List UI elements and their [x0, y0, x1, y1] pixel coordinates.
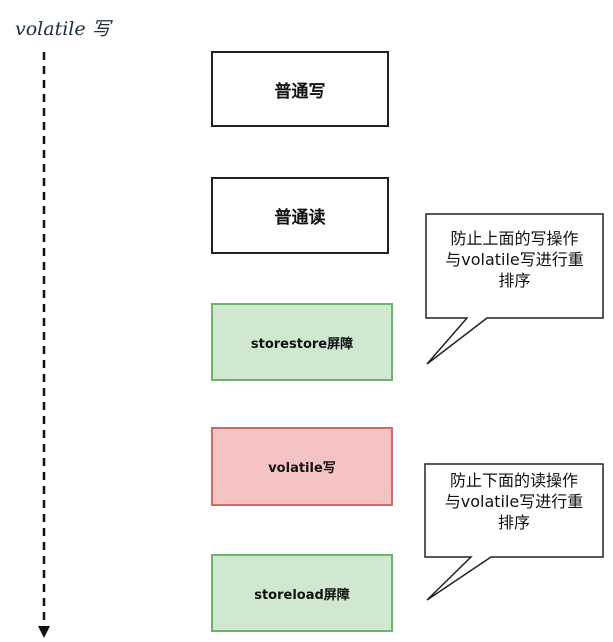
box-label-normal-write: 普通写	[274, 81, 326, 102]
callout-1-text: 防止上面的写操作 与volatile写进行重 排序	[426, 228, 603, 291]
box-storestore-barrier	[211, 303, 393, 381]
callout-2-text: 防止下面的读操作 与volatile写进行重 排序	[425, 470, 603, 533]
box-normal-write	[211, 51, 389, 127]
callout-2	[424, 463, 604, 601]
callout-2-line-3: 排序	[497, 513, 530, 532]
callout-1-line-1: 防止上面的写操作	[450, 229, 579, 248]
callout-2-line-1: 防止下面的读操作	[449, 471, 578, 490]
callout-1	[425, 213, 604, 365]
box-label-volatile-write: volatile写	[268, 461, 336, 476]
box-label-storeload: storeload屏障	[254, 587, 350, 603]
box-normal-read	[211, 177, 389, 254]
box-volatile-write	[211, 427, 393, 506]
callout-1-line-2: 与volatile写进行重	[445, 250, 584, 269]
timeline-arrowhead	[38, 626, 50, 638]
box-label-storestore: storestore屏障	[250, 336, 354, 352]
diagram-title: volatile 写	[15, 18, 111, 40]
callout-1-line-3: 排序	[498, 271, 531, 290]
callout-2-line-2: 与volatile写进行重	[444, 492, 584, 511]
box-storeload-barrier	[211, 554, 393, 632]
box-label-normal-read: 普通读	[274, 208, 326, 228]
